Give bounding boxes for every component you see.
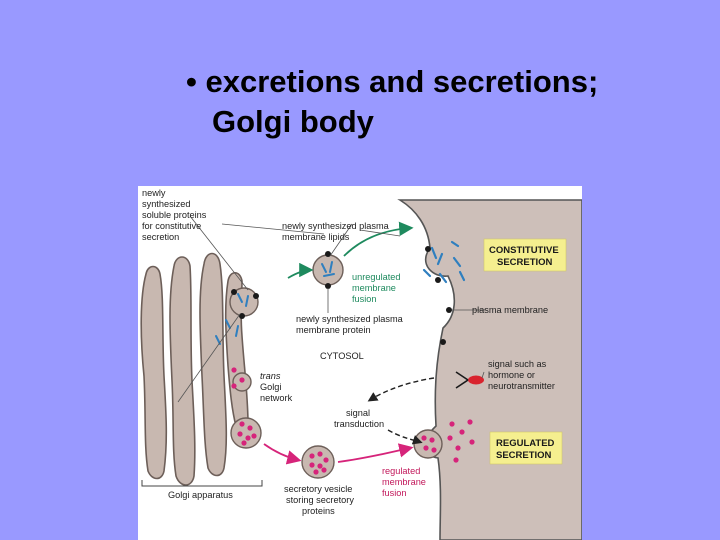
svg-text:trans: trans bbox=[260, 371, 281, 381]
label-cytosol: CYTOSOL bbox=[320, 351, 364, 361]
svg-text:storing secretory: storing secretory bbox=[286, 495, 354, 505]
arrow-storage-to-membrane bbox=[337, 443, 414, 463]
arrow-golgi-to-vesicle bbox=[287, 262, 314, 279]
leader-lines bbox=[177, 215, 486, 403]
label-newly-synth-lipids: newly synthesized plasma membrane lipids bbox=[282, 221, 390, 242]
constitutive-box bbox=[483, 238, 567, 272]
label-unregulated-fusion: unregulated membrane fusion bbox=[352, 272, 401, 304]
svg-text:SECRETION: SECRETION bbox=[496, 450, 552, 461]
svg-text:for constitutive: for constitutive bbox=[142, 221, 201, 231]
title-line-1: • excretions and secretions; bbox=[186, 62, 598, 102]
svg-text:hormone or: hormone or bbox=[488, 370, 535, 380]
svg-text:membrane protein: membrane protein bbox=[296, 325, 371, 335]
label-trans-golgi: trans Golgi network bbox=[260, 371, 293, 403]
label-signal-transduction: signal transduction bbox=[334, 408, 384, 429]
label-plasma-membrane: plasma membrane bbox=[472, 305, 548, 315]
svg-text:signal: signal bbox=[346, 408, 370, 418]
regulated-box bbox=[489, 431, 563, 465]
svg-text:proteins: proteins bbox=[302, 506, 335, 516]
svg-text:unregulated: unregulated bbox=[352, 272, 401, 282]
svg-text:network: network bbox=[260, 393, 293, 403]
secretory-storage-vesicle bbox=[301, 445, 335, 479]
svg-text:newly synthesized plasma: newly synthesized plasma bbox=[296, 314, 404, 324]
secreted-granules bbox=[447, 419, 475, 463]
svg-text:secretion: secretion bbox=[142, 232, 179, 242]
svg-text:fusion: fusion bbox=[352, 294, 377, 304]
label-constitutive-box: CONSTITUTIVE SECRETION bbox=[489, 245, 559, 268]
svg-text:membrane: membrane bbox=[382, 477, 426, 487]
membrane-protein-dots-plasma bbox=[425, 246, 452, 345]
slide-title: • excretions and secretions; Golgi body bbox=[186, 62, 598, 142]
title-line-1-text: excretions and secretions; bbox=[205, 64, 599, 99]
svg-text:Golgi: Golgi bbox=[260, 382, 281, 392]
svg-text:synthesized: synthesized bbox=[142, 199, 191, 209]
arrow-vesicle-to-membrane bbox=[343, 221, 414, 257]
svg-text:neurotransmitter: neurotransmitter bbox=[488, 381, 555, 391]
transport-vesicle-constitutive bbox=[312, 251, 344, 289]
arrow-golgi-to-storage bbox=[263, 443, 302, 465]
svg-text:membrane: membrane bbox=[352, 283, 396, 293]
label-golgi-apparatus: Golgi apparatus bbox=[168, 490, 233, 500]
title-line-2: Golgi body bbox=[212, 104, 374, 139]
golgi-cisterna-1 bbox=[140, 265, 168, 480]
fusing-vesicle-regulated bbox=[413, 429, 443, 459]
svg-text:newly synthesized plasma: newly synthesized plasma bbox=[282, 221, 390, 231]
golgi-cisterna-2 bbox=[169, 256, 196, 486]
arrow-transduction-to-fusion bbox=[387, 429, 423, 445]
svg-text:transduction: transduction bbox=[334, 419, 384, 429]
label-newly-synth-soluble: newly synthesized soluble proteins for c… bbox=[142, 188, 207, 242]
secretory-granules-golgi bbox=[231, 367, 257, 446]
secretion-pathway-figure: newly synthesized soluble proteins for c… bbox=[138, 186, 582, 540]
svg-text:REGULATED: REGULATED bbox=[496, 438, 555, 449]
trans-golgi-vesicles bbox=[229, 287, 262, 449]
golgi-apparatus bbox=[140, 252, 249, 486]
label-signal-hormone: signal such as hormone or neurotransmitt… bbox=[488, 359, 555, 391]
secreted-soluble-proteins bbox=[422, 240, 466, 284]
label-secretory-vesicle: secretory vesicle storing secretory prot… bbox=[284, 484, 354, 516]
svg-text:newly: newly bbox=[142, 188, 166, 198]
arrow-signal-transduction bbox=[367, 377, 435, 402]
svg-text:secretory vesicle: secretory vesicle bbox=[284, 484, 352, 494]
label-newly-synth-membrane-protein: newly synthesized plasma membrane protei… bbox=[296, 314, 404, 335]
svg-text:soluble proteins: soluble proteins bbox=[142, 210, 207, 220]
svg-text:SECRETION: SECRETION bbox=[497, 257, 553, 268]
hormone-signal bbox=[455, 371, 484, 389]
title-bullet: • bbox=[186, 64, 197, 99]
golgi-cisterna-3 bbox=[199, 252, 228, 477]
budding-vesicle-regulated-2 bbox=[230, 417, 262, 449]
secretion-pathway-diagram: newly synthesized soluble proteins for c… bbox=[138, 186, 582, 540]
svg-text:fusion: fusion bbox=[382, 488, 407, 498]
label-regulated-box: REGULATED SECRETION bbox=[496, 438, 555, 461]
svg-text:membrane lipids: membrane lipids bbox=[282, 232, 350, 242]
golgi-bracket bbox=[141, 480, 263, 487]
membrane-protein-dots-golgi bbox=[231, 289, 259, 319]
svg-text:CONSTITUTIVE: CONSTITUTIVE bbox=[489, 245, 559, 256]
svg-text:regulated: regulated bbox=[382, 466, 420, 476]
svg-text:signal such as: signal such as bbox=[488, 359, 547, 369]
label-regulated-fusion: regulated membrane fusion bbox=[382, 466, 426, 498]
